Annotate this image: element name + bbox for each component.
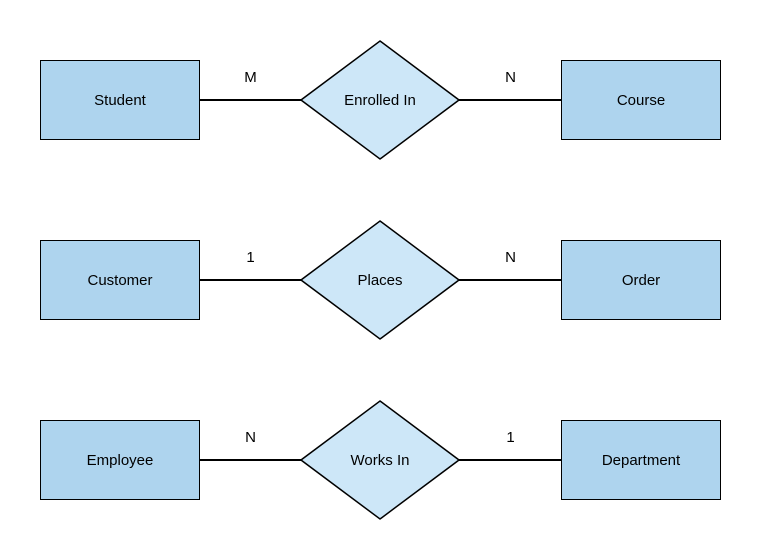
connector-employee-worksin [200,459,301,461]
connector-customer-places [200,279,301,281]
er-row-customer-order: Customer 1 Places N Order [0,220,761,340]
entity-student: Student [40,60,200,140]
entity-customer-label: Customer [87,271,153,289]
cardinality-course-side: N [505,69,516,86]
cardinality-student-side: M [244,69,257,86]
connector-student-enrolledin [200,99,301,101]
entity-course: Course [561,60,721,140]
relationship-diamond-places [300,220,460,340]
entity-order: Order [561,240,721,320]
connector-places-order [459,279,562,281]
er-row-employee-department: Employee N Works In 1 Department [0,400,761,520]
cardinality-order-side: N [505,249,516,266]
cardinality-department-side: 1 [506,429,515,446]
diamond-shape [300,40,460,160]
entity-order-label: Order [621,271,661,289]
entity-student-label: Student [94,91,146,109]
diamond-shape [300,400,460,520]
entity-employee: Employee [40,420,200,500]
cardinality-customer-side: 1 [246,249,255,266]
connector-enrolledin-course [459,99,562,101]
cardinality-employee-side: N [245,429,256,446]
entity-course-label: Course [616,91,666,109]
entity-employee-label: Employee [86,451,154,469]
relationship-diamond-works-in [300,400,460,520]
relationship-diamond-enrolled-in [300,40,460,160]
diamond-shape [300,220,460,340]
connector-worksin-department [459,459,562,461]
entity-department: Department [561,420,721,500]
entity-customer: Customer [40,240,200,320]
entity-department-label: Department [601,451,681,469]
er-row-student-course: Student M Enrolled In N Course [0,40,761,160]
